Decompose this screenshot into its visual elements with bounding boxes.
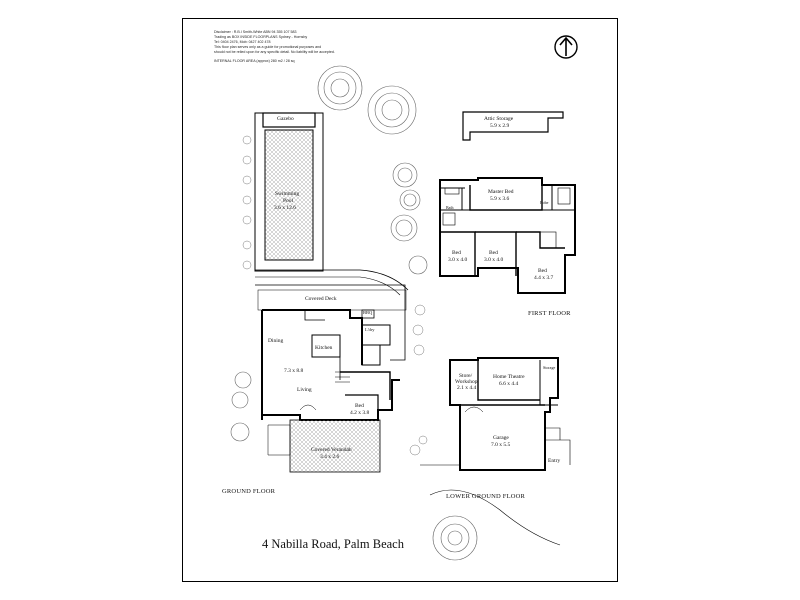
home-theatre-label: Home Theatre [493,374,525,380]
disclaimer-line: Disclaimer : R.B.I Smith-White ABN 94 35… [214,30,297,34]
tree-icon [230,65,478,561]
disclaimer-line: This floor plan serves only as a guide f… [214,45,322,50]
disclaimer-line: Trading as BOX INSIDE FLOORPLANS Sydney … [214,35,308,40]
robe-label: Robe [540,200,549,205]
garage-label: Garage [493,435,509,441]
ground-floor-plan [254,112,409,473]
bed-1-label: Bed [452,250,461,256]
store-label: Store/ [459,373,473,379]
north-arrow-icon [554,35,578,59]
bed-3-dimensions: 4.4 x 3.7 [534,275,554,281]
attic-storage-label: Attic Storage [484,116,514,122]
home-theatre-dimensions: 6.6 x 4.4 [499,381,519,387]
pool-label: Swimming [275,191,300,197]
ground-floor-title: GROUND FLOOR [222,488,276,495]
disclaimer-line: Tel: 0404 2476, Mob: 0427 402 478 [214,40,271,45]
bed-3-label: Bed [538,268,547,274]
attic-storage-dimensions: 5.9 x 2.9 [490,123,510,129]
covered-verandah-dimensions: 3.4 x 2.6 [320,454,340,460]
bbq-label: BBQ [363,310,373,315]
first-floor-title: FIRST FLOOR [528,310,571,317]
bed-1-dimensions: 3.0 x 4.0 [448,257,468,263]
store-dimensions: 2.1 x 4.4 [457,385,477,391]
internal-floor-area: INTERNAL FLOOR AREA (approx) 280 m2 / 28… [214,59,295,64]
property-address: 4 Nabilla Road, Palm Beach [262,537,404,551]
bath-label: Bath [446,205,454,210]
gazebo-label: Gazebo [277,116,294,122]
disclaimer-line: should not be relied upon for any specif… [214,50,335,55]
first-floor-plan [439,111,576,294]
ground-bed-label: Bed [355,403,364,409]
disclaimer-block: Disclaimer : R.B.I Smith-White ABN 94 35… [214,30,464,65]
covered-deck-label: Covered Deck [305,296,337,302]
bed-2-dimensions: 3.0 x 4.0 [484,257,504,263]
pool-label-2: Pool [283,198,294,204]
living-label: Living [297,387,312,393]
ground-bed-dimensions: 4.2 x 3.8 [350,410,370,416]
lower-ground-floor-plan [420,357,571,546]
laundry-label: L'dry [365,327,375,332]
lower-ground-floor-title: LOWER GROUND FLOOR [446,493,526,500]
kitchen-label: Kitchen [315,345,333,351]
garage-dimensions: 7.0 x 5.5 [491,442,511,448]
plant-icon [242,135,428,456]
storage-label: Storage [543,365,556,370]
workshop-label: Workshop [455,379,478,385]
entry-label: Entry [548,458,561,464]
living-dimensions: 7.3 x 8.8 [284,368,304,374]
pool-dimensions: 3.6 x 12.6 [274,205,296,211]
master-bed-dimensions: 5.9 x 3.6 [490,196,510,202]
master-bed-label: Master Bed [488,189,514,195]
dining-label: Dining [268,338,284,344]
covered-verandah-label: Covered Verandah [311,447,352,453]
bed-2-label: Bed [489,250,498,256]
